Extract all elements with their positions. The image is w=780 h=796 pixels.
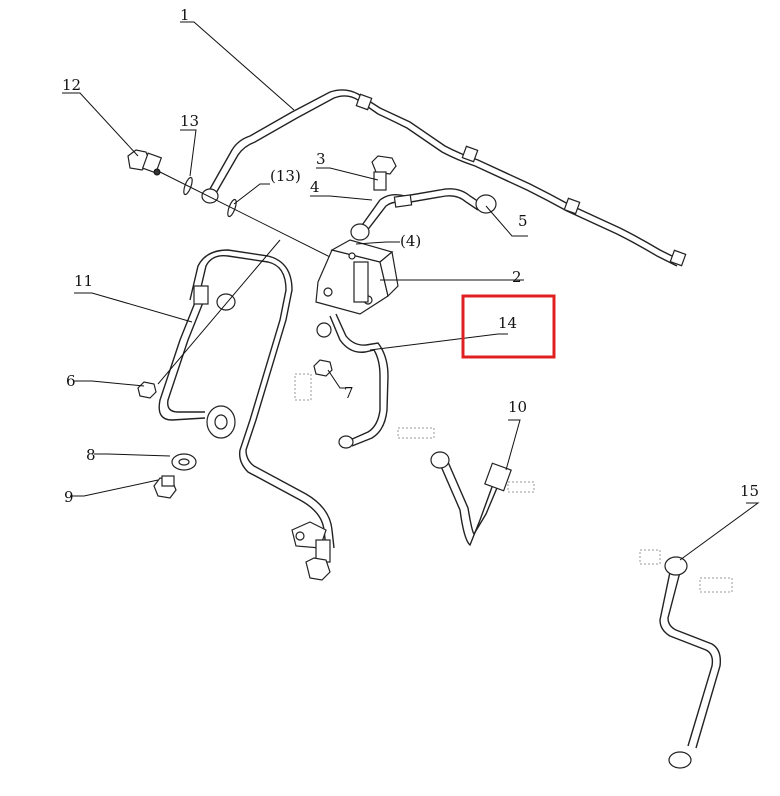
- callout-9: 9: [64, 488, 74, 506]
- callout-3: 3: [316, 150, 326, 168]
- part-12-bolt: [127, 149, 163, 176]
- callout-1: 1: [180, 6, 190, 24]
- callout-4: 4: [310, 178, 320, 196]
- part-11-pipe: [158, 249, 335, 581]
- callout-12: 12: [62, 76, 81, 94]
- dashed-bolt: [294, 373, 312, 401]
- part-2-block: [315, 239, 399, 315]
- highlight-box-14: [461, 294, 556, 359]
- callout-15: 15: [740, 482, 759, 500]
- callout-13: 13: [180, 112, 199, 130]
- part-6-bolt: [137, 381, 157, 399]
- callout-13b: (13): [270, 167, 301, 185]
- callout-10: 10: [508, 398, 527, 416]
- callout-14: 14: [498, 314, 517, 332]
- part-5-pipe: [350, 188, 497, 241]
- callout-6: 6: [66, 372, 76, 390]
- leader-lines: [62, 21, 760, 561]
- part-8-washer: [171, 453, 197, 471]
- part-9-bolt: [153, 475, 177, 499]
- callout-7: 7: [344, 384, 354, 402]
- part-7-nut: [313, 359, 333, 377]
- part-3-bolt: [371, 155, 397, 191]
- part-15-pipe: [639, 549, 733, 769]
- part-1-pipe: [201, 89, 687, 267]
- callout-4b: (4): [400, 232, 421, 250]
- part-14-pipe: [316, 313, 389, 449]
- callout-2: 2: [512, 268, 522, 286]
- callout-5: 5: [518, 212, 528, 230]
- callout-11: 11: [74, 272, 93, 290]
- callout-8: 8: [86, 446, 96, 464]
- callout-labels: 1 2 3 4 (4) 5 6 7 8 9 10 11 12 13 (13) 1…: [62, 6, 759, 506]
- part-10-pipe: [397, 427, 535, 547]
